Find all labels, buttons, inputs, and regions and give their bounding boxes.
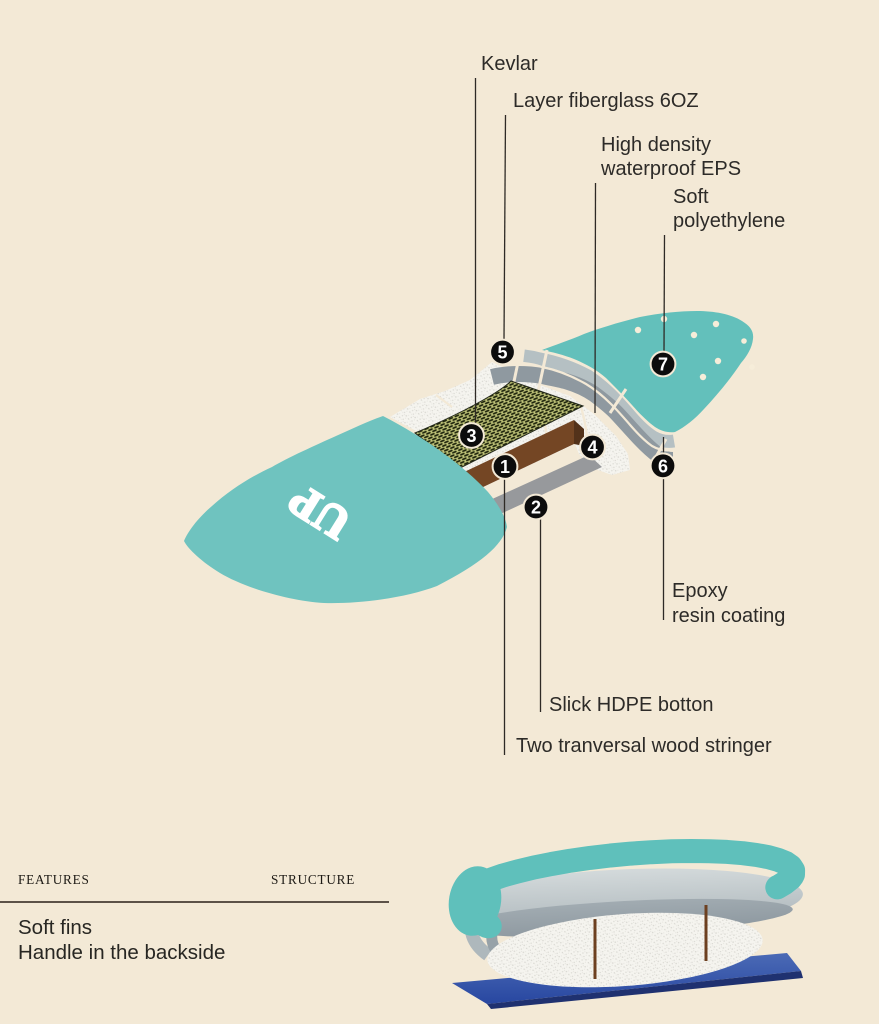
svg-text:Soft: Soft	[673, 186, 709, 208]
svg-text:5: 5	[497, 343, 507, 363]
svg-text:Two tranversal wood stringer: Two tranversal wood stringer	[516, 735, 772, 757]
svg-text:4: 4	[587, 438, 597, 458]
svg-text:Soft fins: Soft fins	[18, 916, 92, 939]
svg-text:Handle in the backside: Handle in the backside	[18, 941, 225, 964]
svg-text:STRUCTURE: STRUCTURE	[271, 872, 355, 887]
svg-text:2: 2	[531, 498, 541, 518]
svg-text:resin coating: resin coating	[672, 605, 785, 627]
svg-text:waterproof EPS: waterproof EPS	[600, 158, 741, 180]
svg-text:3: 3	[466, 426, 476, 446]
svg-text:Slick HDPE botton: Slick HDPE botton	[549, 694, 714, 716]
svg-text:Layer fiberglass 6OZ: Layer fiberglass 6OZ	[513, 90, 699, 112]
svg-text:6: 6	[658, 456, 668, 476]
svg-text:1: 1	[500, 457, 510, 477]
svg-text:High density: High density	[601, 134, 711, 156]
svg-text:polyethylene: polyethylene	[673, 210, 785, 232]
svg-text:Epoxy: Epoxy	[672, 580, 728, 602]
svg-text:7: 7	[658, 355, 668, 375]
svg-text:FEATURES: FEATURES	[18, 872, 90, 887]
svg-text:Kevlar: Kevlar	[481, 53, 538, 75]
